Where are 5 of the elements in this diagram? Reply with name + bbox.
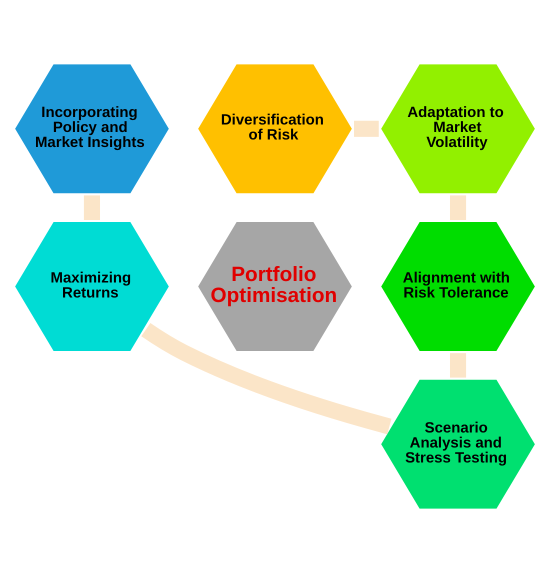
connector bbox=[354, 120, 379, 137]
connector bbox=[450, 195, 466, 220]
connector bbox=[84, 195, 100, 220]
connector bbox=[141, 322, 392, 434]
connector bbox=[450, 353, 466, 378]
